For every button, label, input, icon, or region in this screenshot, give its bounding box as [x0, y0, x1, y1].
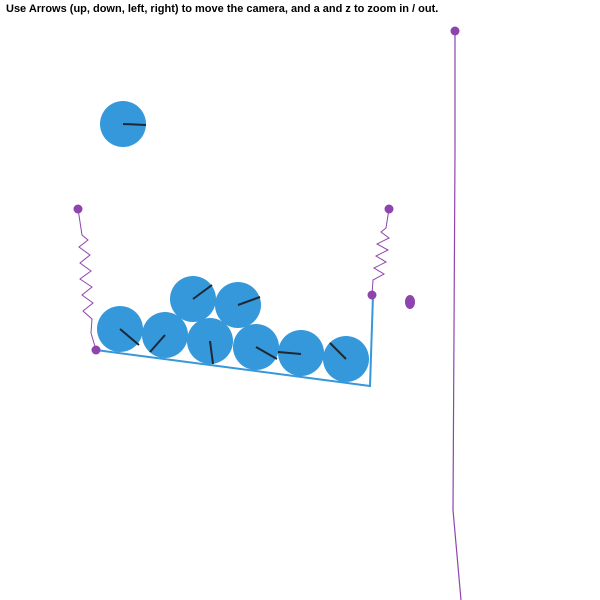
rope-anchor — [450, 26, 460, 36]
ball — [97, 306, 143, 352]
container-right-joint — [367, 290, 377, 300]
ball — [142, 312, 188, 358]
left-spring — [77, 208, 97, 351]
floating-blob — [405, 295, 415, 309]
right-spring-anchor — [384, 204, 394, 214]
container-left-joint — [91, 345, 101, 355]
right-spring — [371, 208, 390, 296]
ball — [187, 318, 233, 365]
ball — [170, 276, 216, 322]
ball — [277, 330, 324, 376]
ball — [215, 282, 261, 328]
instructions-text: Use Arrows (up, down, left, right) to mo… — [6, 3, 439, 15]
ball — [323, 336, 369, 382]
ball — [233, 324, 279, 370]
left-spring-anchor — [73, 204, 83, 214]
ball — [100, 101, 147, 147]
container — [95, 294, 374, 388]
rope — [452, 31, 462, 600]
